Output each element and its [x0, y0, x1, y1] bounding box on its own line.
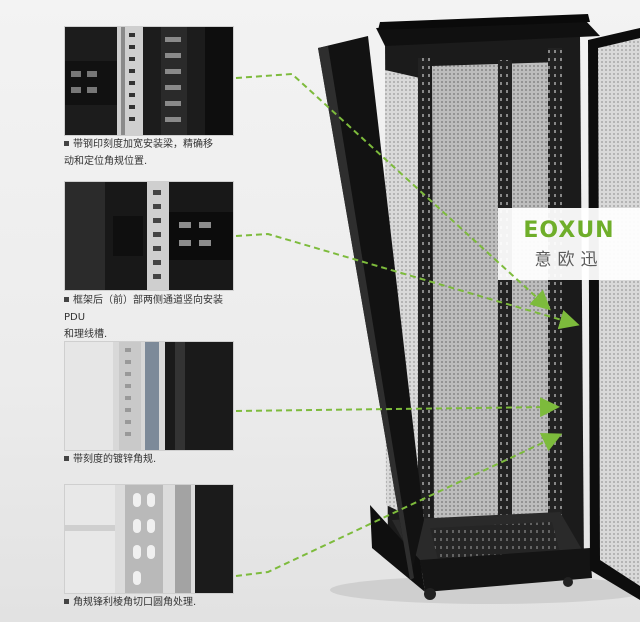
brand-name-en: EOXUN	[523, 218, 615, 243]
caption-line: 带钢印刻度加宽安装梁，精确移	[73, 139, 213, 150]
caption-line: 角规锋利棱角切口圆角处理.	[73, 597, 197, 608]
feature-thumbnail-rail-closeup	[64, 26, 234, 136]
bullet-icon	[64, 141, 69, 146]
caption-line: 动和定位角规位置.	[64, 156, 148, 167]
feature-thumbnail-rounded-corner	[64, 484, 234, 594]
brand-logo: EOXUN 意欧迅	[498, 208, 640, 280]
caption-line: 带刻度的镀锌角规.	[73, 454, 157, 465]
bullet-icon	[64, 456, 69, 461]
feature-caption: 角规锋利棱角切口圆角处理.	[64, 594, 244, 611]
feature-caption: 带刻度的镀锌角规.	[64, 451, 244, 468]
feature-caption: 带钢印刻度加宽安装梁，精确移 动和定位角规位置.	[64, 136, 244, 170]
brand-name-cn: 意欧迅	[534, 250, 604, 270]
feature-caption: 框架后（前）部两侧通道竖向安装PDU 和理线槽.	[64, 292, 244, 343]
bullet-icon	[64, 599, 69, 604]
feature-thumbnail-mounting-bracket	[64, 181, 234, 291]
caption-line: 和理线槽.	[64, 329, 108, 340]
feature-thumbnail-galvanized-rail	[64, 341, 234, 451]
bullet-icon	[64, 297, 69, 302]
caption-line: 框架后（前）部两侧通道竖向安装PDU	[64, 295, 223, 323]
